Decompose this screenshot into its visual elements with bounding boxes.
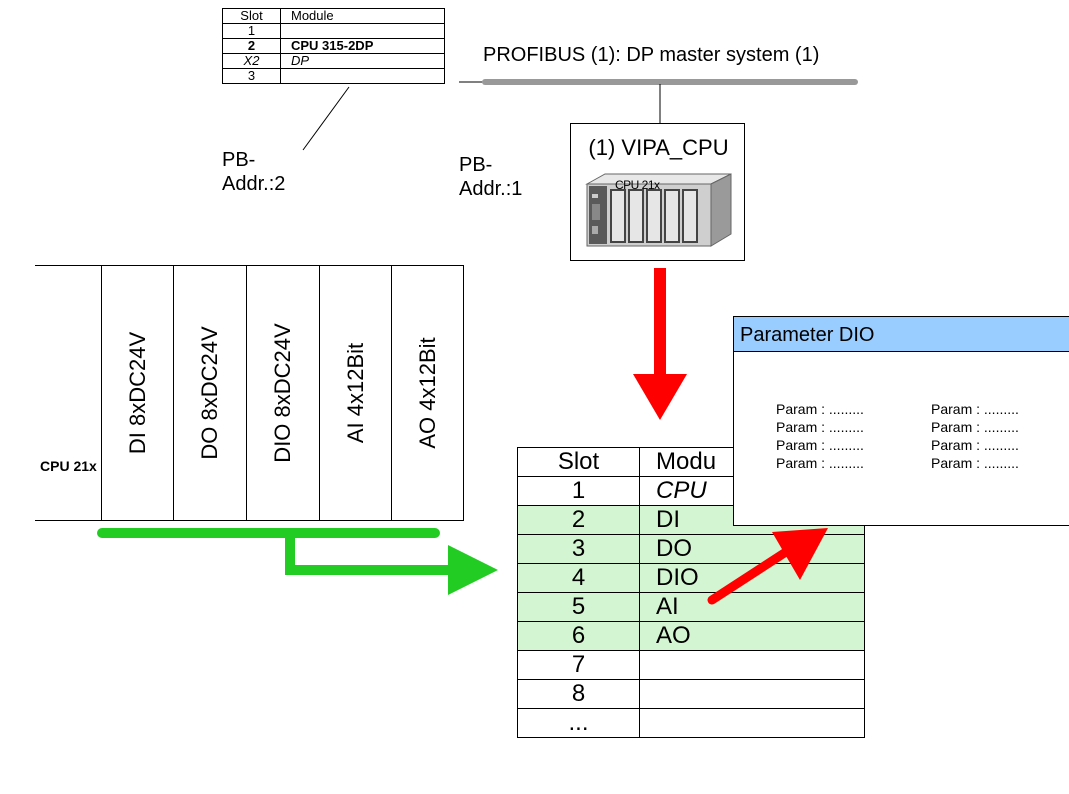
vipa-cpu-title: (1) VIPA_CPU — [588, 135, 729, 160]
hw-slot-cell: X2 — [222, 53, 281, 69]
green-arrow-head — [448, 545, 498, 595]
slot-table-row[interactable]: 7 — [517, 650, 865, 680]
param-line: Param : ......... — [776, 455, 864, 471]
slot-number-cell: 6 — [517, 621, 640, 651]
slot-module-cell: AI — [639, 592, 865, 622]
slot-module-cell: AO — [639, 621, 865, 651]
vipa-cpu-box[interactable]: (1) VIPA_CPU CPU 21x — [570, 123, 745, 261]
pb-addr-2-line1: PB- — [222, 149, 256, 171]
pb-addr-pointer-line — [302, 86, 350, 151]
slot-module-cell — [639, 679, 865, 709]
rack-module-slot[interactable]: AO 4x12Bit — [391, 265, 463, 521]
slot-number-cell: 1 — [517, 476, 640, 506]
profibus-label: PROFIBUS (1): DP master system (1) — [483, 44, 820, 66]
slot-module-cell — [639, 708, 865, 738]
pb-addr-1-line2: Addr.:1 — [459, 178, 523, 200]
param-line: Param : ......... — [776, 437, 864, 453]
param-line: Param : ......... — [776, 401, 864, 417]
rack-top-line — [35, 265, 464, 266]
cpu-device-label: CPU 21x — [615, 178, 660, 192]
param-line: Param : ......... — [931, 419, 1019, 435]
rack-module-slot[interactable]: AI 4x12Bit — [319, 265, 391, 521]
red-arrow-shaft — [654, 268, 666, 378]
red-diagonal-arrow-head — [772, 528, 828, 580]
slot-table-row[interactable]: 8 — [517, 679, 865, 709]
rack-module-slot[interactable]: DIO 8xDC24V — [246, 265, 318, 521]
hw-slot-cell: 3 — [222, 68, 281, 84]
slot-number-cell: 3 — [517, 534, 640, 564]
parameter-dialog-title: Parameter DIO — [734, 317, 1069, 352]
pb-addr-1-line1: PB- — [459, 154, 493, 176]
slot-number-cell: 8 — [517, 679, 640, 709]
slot-module-cell: DO — [639, 534, 865, 564]
param-line: Param : ......... — [931, 455, 1019, 471]
red-down-arrow-head — [633, 374, 687, 420]
slot-number-cell: 5 — [517, 592, 640, 622]
slot-module-cell — [639, 650, 865, 680]
rack-cpu-label: CPU 21x — [40, 458, 97, 474]
rack-module-slot[interactable]: DI 8xDC24V — [101, 265, 173, 521]
hw-table-row[interactable]: 1 — [222, 23, 445, 39]
cpu-device-icon — [585, 173, 732, 247]
slot-number-cell: ... — [517, 708, 640, 738]
slot-table-row[interactable]: ... — [517, 708, 865, 738]
rack-bottom-line — [35, 520, 464, 521]
hw-table-row[interactable]: 3 — [222, 68, 445, 84]
param-line: Param : ......... — [931, 437, 1019, 453]
slot-number-cell: 4 — [517, 563, 640, 593]
rack-module-slot[interactable]: DO 8xDC24V — [173, 265, 245, 521]
pb-addr-2-line2: Addr.:2 — [222, 173, 286, 195]
parameter-dialog[interactable]: Parameter DIO Param : ......... Param : .… — [733, 316, 1069, 526]
param-line: Param : ......... — [931, 401, 1019, 417]
pb-addr-2-label: PB- Addr.:2 — [222, 148, 285, 196]
slot-number-cell: 2 — [517, 505, 640, 535]
hw-module-cell — [280, 68, 445, 84]
pb-addr-1-label: PB- Addr.:1 — [459, 153, 522, 201]
slot-header-slot: Slot — [517, 447, 640, 477]
param-line: Param : ......... — [776, 419, 864, 435]
rack-right-edge — [463, 265, 464, 521]
